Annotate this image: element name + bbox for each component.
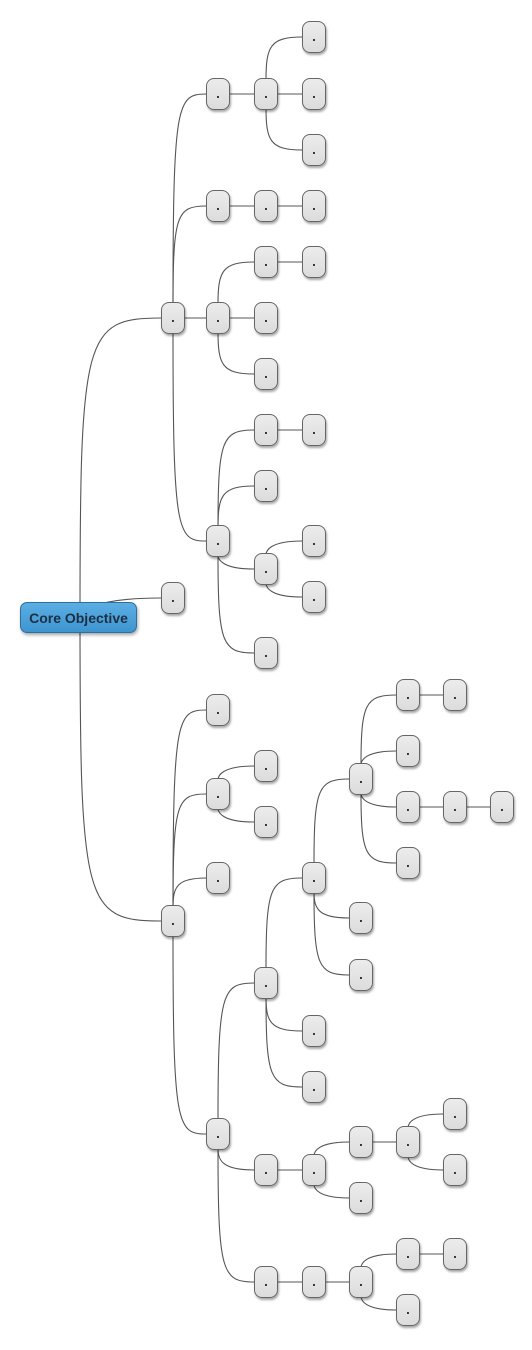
mind-map-node-b[interactable]: . <box>161 582 185 614</box>
connector-line <box>172 709 207 908</box>
connector-line <box>265 877 303 970</box>
mind-map-node-c[interactable]: . <box>161 905 185 937</box>
mind-map-node-a1a[interactable]: . <box>254 78 278 110</box>
connector-line <box>217 554 255 570</box>
connector-line <box>360 792 397 808</box>
mind-map-node-c4a1c[interactable]: . <box>349 959 373 991</box>
connector-line <box>172 877 207 908</box>
mind-map-node-c4a1a3a[interactable]: . <box>443 791 467 823</box>
mind-map-node-c4a1a4[interactable]: . <box>396 847 420 879</box>
root-node-core-objective[interactable]: Core Objective <box>20 602 137 633</box>
mind-map-node-a3c[interactable]: . <box>254 358 278 390</box>
mind-map-node-c4b1a1[interactable]: . <box>396 1126 420 1158</box>
connector-line <box>217 982 255 1121</box>
mind-map-node-c4a1a2[interactable]: . <box>396 735 420 767</box>
connector-line <box>172 793 207 908</box>
connector-line <box>360 792 397 864</box>
connector-line <box>217 485 255 528</box>
mind-map-node-c4c1a2[interactable]: . <box>396 1294 420 1326</box>
connector-line <box>217 429 255 528</box>
mind-map-node-c4a2[interactable]: . <box>302 1015 326 1047</box>
mind-map-node-c4c1a[interactable]: . <box>349 1266 373 1298</box>
connector-line <box>360 1295 397 1311</box>
connector-line <box>217 554 255 654</box>
connector-line <box>313 1183 350 1199</box>
mind-map-node-a4c[interactable]: . <box>254 553 278 585</box>
mind-map-node-c4b1a[interactable]: . <box>349 1126 373 1158</box>
connector-line <box>172 93 207 305</box>
connector-line <box>79 616 162 922</box>
connector-line <box>265 107 303 151</box>
connector-line <box>265 582 303 598</box>
mind-map-node-a2a1[interactable]: . <box>302 190 326 222</box>
mind-map-node-a4[interactable]: . <box>206 525 230 557</box>
connector-line <box>265 996 303 1088</box>
mind-map-node-c4a1a1a[interactable]: . <box>443 679 467 711</box>
connector-line <box>217 331 255 375</box>
mind-map-node-a[interactable]: . <box>161 302 185 334</box>
mind-map-node-a1a1[interactable]: . <box>302 21 326 53</box>
connector-line <box>217 807 255 823</box>
mind-map-node-c2b[interactable]: . <box>254 806 278 838</box>
mind-map-node-c2a[interactable]: . <box>254 750 278 782</box>
mind-map-node-c4b1a1b[interactable]: . <box>443 1154 467 1186</box>
mind-map-node-a4c2[interactable]: . <box>302 581 326 613</box>
mind-map-node-a3a1[interactable]: . <box>302 246 326 278</box>
connector-line <box>313 891 350 919</box>
connector-line <box>360 694 397 766</box>
connector-line <box>265 996 303 1032</box>
mind-map-node-a4a[interactable]: . <box>254 414 278 446</box>
mind-map-node-a1[interactable]: . <box>206 78 230 110</box>
mind-map-node-c4a1a[interactable]: . <box>349 763 373 795</box>
connector-line <box>265 36 303 81</box>
connector-line <box>407 1155 444 1171</box>
mind-map-node-c3[interactable]: . <box>206 862 230 894</box>
mind-map-node-a3[interactable]: . <box>206 302 230 334</box>
connector-line <box>313 778 350 865</box>
mind-map-node-a4c1[interactable]: . <box>302 525 326 557</box>
mind-map-node-c4c1a1[interactable]: . <box>396 1238 420 1270</box>
connector-line <box>172 934 207 1135</box>
mind-map-node-c4b1[interactable]: . <box>302 1154 326 1186</box>
mind-map-node-c4a1a3[interactable]: . <box>396 791 420 823</box>
mind-map-node-c4[interactable]: . <box>206 1118 230 1150</box>
connector-line <box>172 205 207 305</box>
mind-map-node-a1a3[interactable]: . <box>302 134 326 166</box>
mind-map-node-a4a1[interactable]: . <box>302 414 326 446</box>
mind-map-node-c4b1a1a[interactable]: . <box>443 1098 467 1130</box>
connector-line <box>217 1147 255 1283</box>
mind-map-node-c4a3[interactable]: . <box>302 1071 326 1103</box>
mind-map-node-a2a[interactable]: . <box>254 190 278 222</box>
connector-line <box>217 1147 255 1171</box>
mind-map-node-c4c1a1a[interactable]: . <box>443 1238 467 1270</box>
connector-line <box>313 891 350 976</box>
mind-map-node-c4a1a1[interactable]: . <box>396 679 420 711</box>
mind-map-node-a2[interactable]: . <box>206 190 230 222</box>
mind-map-node-c4a1a3a1[interactable]: . <box>490 791 514 823</box>
mind-map-node-a3a[interactable]: . <box>254 246 278 278</box>
mind-map-node-c4a1[interactable]: . <box>302 862 326 894</box>
mind-map-node-a4b[interactable]: . <box>254 470 278 502</box>
connector-line <box>217 261 255 305</box>
mind-map-node-a3b[interactable]: . <box>254 302 278 334</box>
mind-map-node-a4d[interactable]: . <box>254 637 278 669</box>
mind-map-node-c2[interactable]: . <box>206 778 230 810</box>
mind-map-node-c4b[interactable]: . <box>254 1154 278 1186</box>
mind-map-node-c4a1b[interactable]: . <box>349 902 373 934</box>
mind-map-node-c1[interactable]: . <box>206 694 230 726</box>
mind-map-node-c4a[interactable]: . <box>254 967 278 999</box>
connector-line <box>172 331 207 542</box>
mind-map-node-a1a2[interactable]: . <box>302 78 326 110</box>
connector-line <box>79 317 162 618</box>
mind-map-node-c4b1b[interactable]: . <box>349 1182 373 1214</box>
mind-map-node-c4c1[interactable]: . <box>302 1266 326 1298</box>
mind-map-node-c4c[interactable]: . <box>254 1266 278 1298</box>
